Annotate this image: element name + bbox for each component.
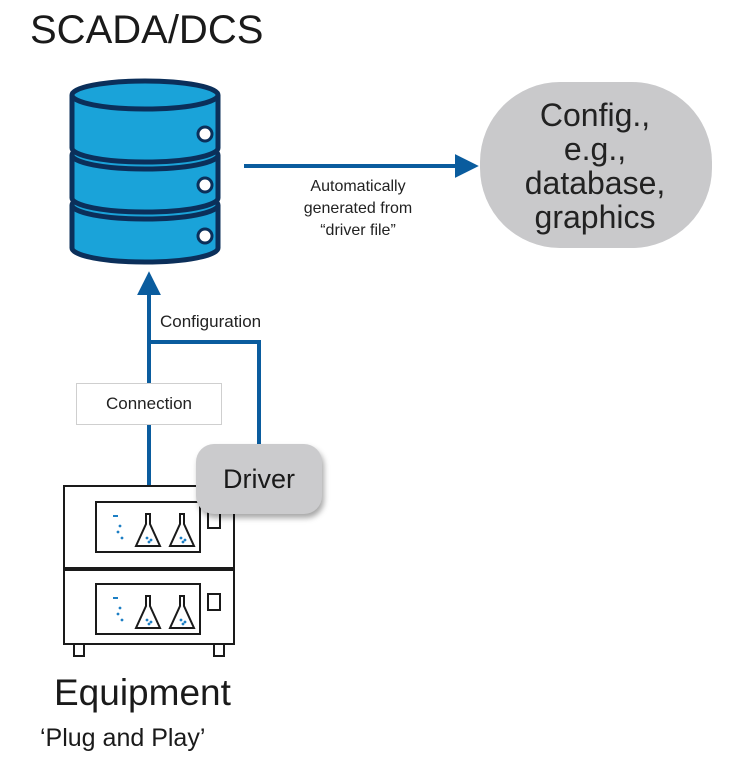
arrow-note-line: generated from xyxy=(303,200,413,217)
arrow-note: Automatically generated from “driver fil… xyxy=(268,176,448,242)
config-box-text: Config., e.g., database, graphics xyxy=(484,98,706,234)
config-line: graphics xyxy=(534,199,656,235)
driver-label: Driver xyxy=(223,463,295,494)
scada-title: SCADA/DCS xyxy=(30,8,264,52)
config-line: Config., xyxy=(539,97,651,133)
driver-box: Driver xyxy=(196,444,322,514)
equipment-label: Equipment xyxy=(54,672,231,713)
arrow-note-line: Automatically xyxy=(310,178,406,195)
incubator-shaker-icon xyxy=(63,485,235,657)
connection-box: Connection xyxy=(76,383,222,425)
configuration-path xyxy=(149,340,261,446)
equipment-indicators xyxy=(113,515,187,626)
arrow-note-line: “driver file” xyxy=(320,222,396,239)
config-box xyxy=(480,82,712,248)
configuration-label: Configuration xyxy=(160,312,262,331)
database-icon xyxy=(69,78,221,265)
equipment-subtitle: ‘Plug and Play’ xyxy=(40,724,206,752)
connection-label: Connection xyxy=(105,394,192,413)
config-line: database, xyxy=(524,165,666,201)
config-line: e.g., xyxy=(563,131,627,167)
